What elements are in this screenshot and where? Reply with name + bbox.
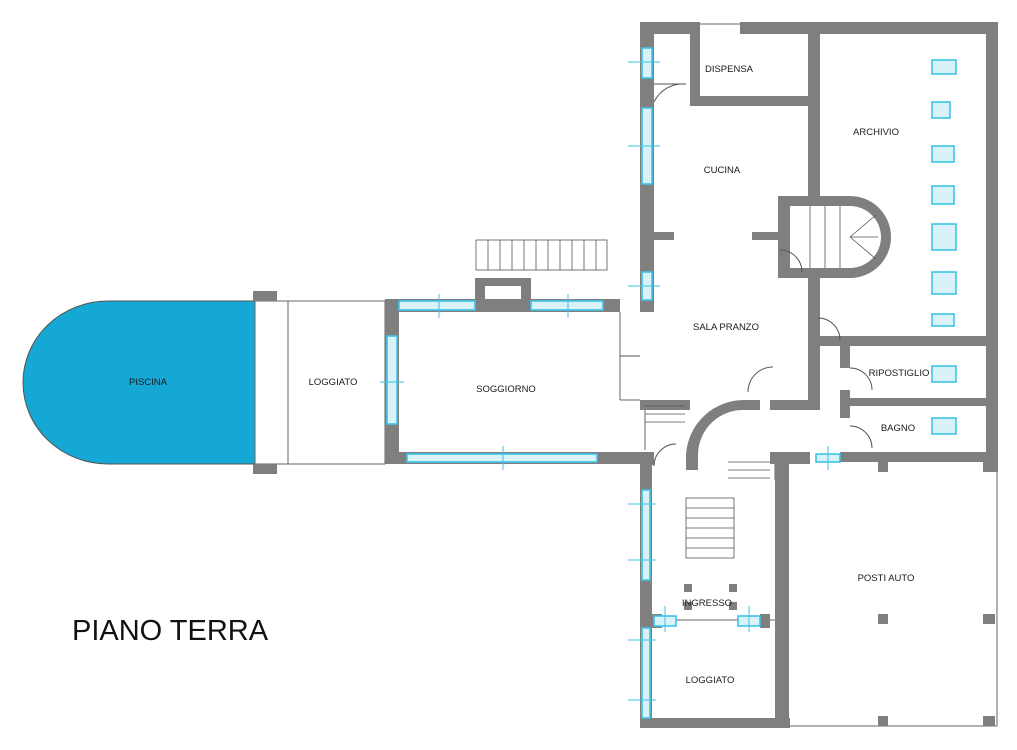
pool-shape [22, 300, 256, 465]
room-label-ripostiglio: RIPOSTIGLIO [869, 368, 930, 379]
room-label-ingresso: INGRESSO [682, 598, 732, 609]
door-swings [620, 83, 873, 467]
room-label-posti-auto: POSTI AUTO [858, 573, 915, 584]
room-label-loggiato-south: LOGGIATO [686, 675, 735, 686]
room-label-soggiorno: SOGGIORNO [476, 384, 536, 395]
room-label-piscina: PISCINA [129, 377, 168, 388]
room-label-cucina: CUCINA [704, 165, 741, 176]
room-label-loggiato-west: LOGGIATO [309, 377, 358, 388]
stairs [475, 206, 878, 559]
window-marks [380, 61, 829, 701]
room-label-archivio: ARCHIVIO [853, 127, 899, 138]
room-label-bagno: BAGNO [881, 423, 915, 434]
floor-title: PIANO TERRA [72, 615, 269, 647]
room-label-dispensa: DISPENSA [705, 64, 754, 75]
room-label-sala-pranzo: SALA PRANZO [693, 322, 759, 333]
